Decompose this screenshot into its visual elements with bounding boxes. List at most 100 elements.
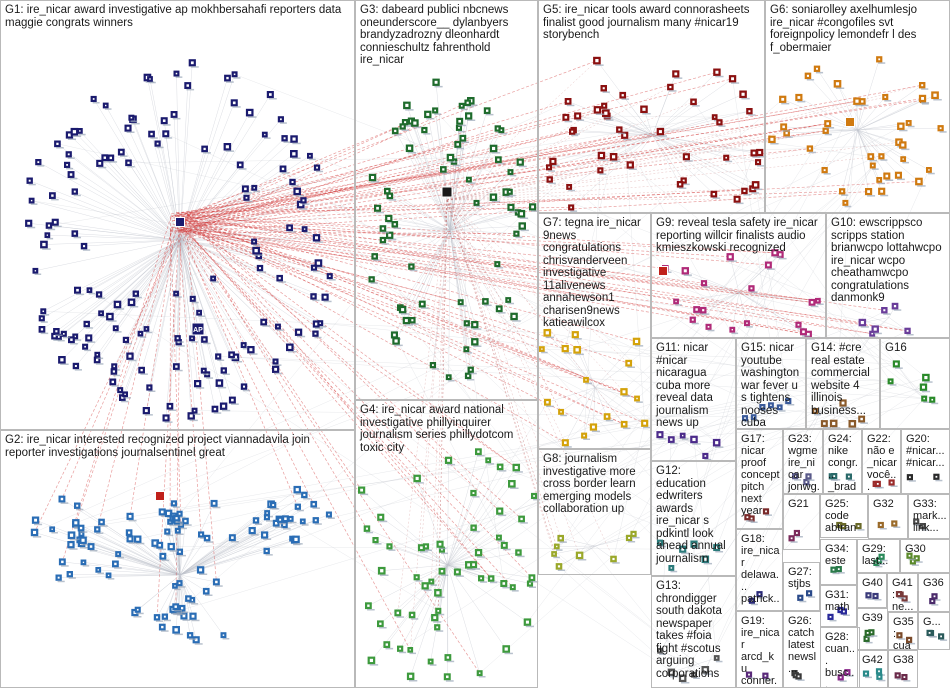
- node-label-shadow: [748, 114, 756, 116]
- edge: [682, 387, 924, 550]
- node-label-shadow: [921, 102, 930, 104]
- node-g10: [881, 307, 888, 314]
- node-g1: [138, 366, 145, 374]
- edge: [189, 216, 873, 335]
- node-label-shadow: [669, 675, 678, 678]
- node-g30: [913, 555, 920, 562]
- node-g1: [25, 219, 33, 227]
- edge: [857, 125, 901, 131]
- node-label-shadow: [658, 135, 668, 137]
- edge: [577, 310, 704, 351]
- node-g1: [109, 378, 117, 386]
- node-label-shadow: [100, 525, 108, 527]
- node-label-shadow: [288, 231, 296, 233]
- node-g1: [137, 330, 144, 337]
- edge: [63, 239, 181, 335]
- node-g2: [159, 552, 167, 560]
- node-label-shadow: [728, 260, 737, 262]
- edge: [48, 111, 750, 226]
- node-label-shadow: [379, 520, 388, 523]
- node-g1: [243, 194, 250, 201]
- node-label-shadow: [245, 200, 253, 203]
- edge: [179, 521, 186, 576]
- edge: [176, 239, 181, 367]
- node-label-shadow: [752, 419, 760, 422]
- node-label-shadow: [744, 421, 751, 423]
- edge: [446, 101, 694, 201]
- edge: [705, 417, 754, 560]
- node-g1: [98, 310, 104, 317]
- node-label-shadow: [563, 446, 572, 448]
- edge: [57, 143, 181, 241]
- edge: [84, 239, 181, 347]
- edge: [389, 195, 717, 443]
- node-label-shadow: [883, 313, 891, 315]
- node-g11: [712, 438, 721, 447]
- node-label-shadow: [585, 382, 592, 385]
- node-label-shadow: [79, 133, 86, 136]
- node-g1: [201, 145, 208, 153]
- edge: [682, 333, 873, 550]
- edge: [381, 564, 448, 571]
- edge: [61, 222, 181, 500]
- node-g4: [436, 540, 444, 548]
- edge: [449, 171, 511, 231]
- edge: [162, 439, 695, 513]
- edge: [553, 130, 826, 555]
- node-g1: [44, 232, 51, 239]
- node-g1: [301, 226, 308, 232]
- edge: [613, 134, 653, 158]
- edge: [577, 115, 871, 157]
- node-label-shadow: [399, 651, 407, 654]
- node-g2: [172, 603, 180, 611]
- node-label-shadow: [857, 529, 865, 531]
- node-label-shadow: [833, 479, 841, 481]
- edge: [186, 131, 661, 220]
- node-g1: [147, 76, 153, 82]
- node-label-shadow: [401, 313, 410, 315]
- node-g2: [248, 526, 256, 535]
- node-label-shadow: [161, 559, 170, 562]
- edge: [31, 200, 697, 310]
- edge: [74, 191, 181, 241]
- edge: [890, 381, 916, 391]
- node-label-shadow: [634, 345, 644, 347]
- node-g6: [876, 56, 883, 63]
- edge: [708, 292, 740, 328]
- node-g15: [759, 404, 766, 411]
- node-g13: [713, 655, 720, 661]
- node-label-shadow: [323, 300, 332, 303]
- node-label-shadow: [693, 677, 700, 679]
- edge: [179, 534, 265, 576]
- edge: [607, 115, 715, 118]
- node-label-shadow: [621, 98, 629, 100]
- edge: [371, 229, 451, 280]
- node-label-shadow: [268, 98, 277, 100]
- edge: [172, 100, 858, 219]
- node-g42: [876, 673, 883, 680]
- node-label-shadow: [805, 485, 813, 487]
- node-g4: [365, 602, 372, 610]
- group-panel-g14: G14: #cre real estate commercial website…: [806, 338, 880, 429]
- edge: [179, 574, 207, 592]
- group-label-g8: G8: journalism investigative more cross …: [543, 453, 636, 515]
- node-g5: [601, 102, 608, 109]
- node-g1: [260, 318, 268, 326]
- edge: [377, 208, 451, 231]
- node-label-shadow: [292, 157, 301, 159]
- node-label-shadow: [931, 402, 939, 405]
- node-label-shadow: [30, 203, 38, 205]
- edge: [421, 229, 451, 305]
- node-label-shadow: [595, 64, 604, 66]
- node-g7: [603, 413, 611, 420]
- node-label-shadow: [878, 563, 886, 565]
- node-label-shadow: [76, 293, 84, 296]
- node-g2: [270, 501, 277, 509]
- edge: [175, 239, 181, 294]
- node-label-shadow: [173, 613, 182, 616]
- edge: [179, 519, 281, 576]
- edge: [285, 518, 439, 611]
- edge: [549, 134, 653, 168]
- node-g3: [471, 338, 479, 346]
- edge: [179, 550, 267, 576]
